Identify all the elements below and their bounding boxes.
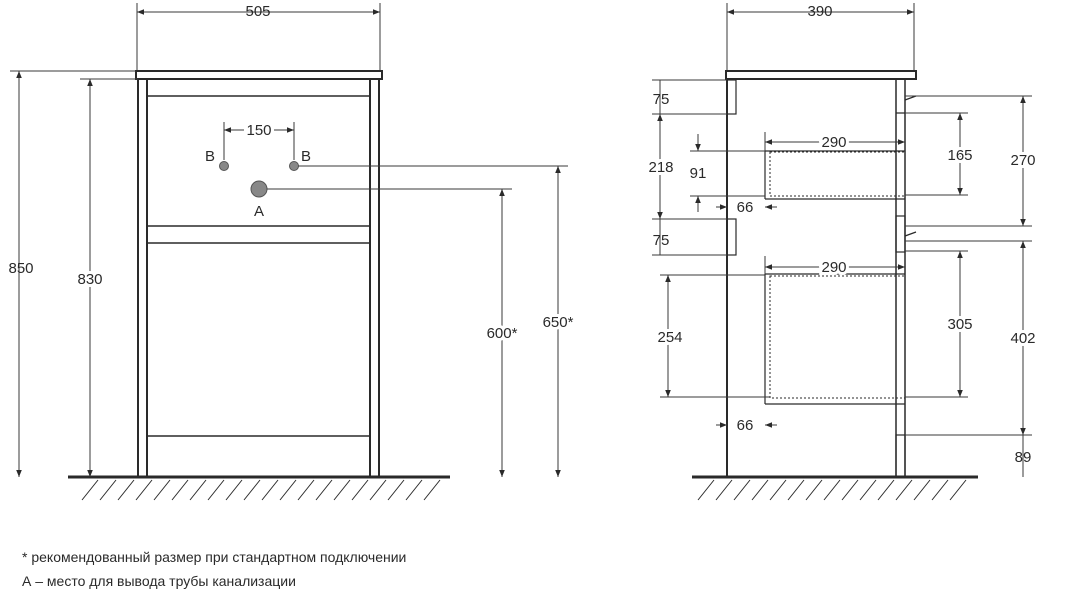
side-dimensions bbox=[652, 3, 1032, 477]
side-top-slab bbox=[725, 70, 917, 80]
dim-rear-lower-inner: 305 bbox=[947, 316, 972, 333]
dim-rear-foot: 89 bbox=[1015, 449, 1032, 466]
side-floor bbox=[692, 475, 978, 501]
dim-upper-drawer-front: 91 bbox=[690, 165, 707, 182]
dim-upper-front: 218 bbox=[648, 159, 673, 176]
label-hole-b-right: B bbox=[301, 148, 311, 165]
dim-rear-upper: 270 bbox=[1010, 152, 1035, 169]
dim-lower-drawer-width: 290 bbox=[821, 259, 846, 276]
front-top-slab bbox=[135, 70, 383, 80]
front-floor bbox=[68, 475, 450, 501]
hole-b-left bbox=[219, 161, 229, 171]
front-right-leg bbox=[369, 78, 380, 478]
side-front-mid-rail bbox=[726, 218, 737, 256]
front-dimensions bbox=[10, 3, 568, 477]
label-hole-a: A bbox=[254, 203, 264, 220]
hole-a bbox=[250, 180, 268, 198]
side-lower-drawer bbox=[764, 273, 906, 405]
dim-height-b: 650* bbox=[543, 314, 574, 331]
dim-lower-drawer-offset: 66 bbox=[737, 417, 754, 434]
hole-b-right bbox=[289, 161, 299, 171]
front-left-leg bbox=[137, 78, 148, 478]
dim-top-rail: 75 bbox=[653, 91, 670, 108]
dim-holes-spacing: 150 bbox=[246, 122, 271, 139]
dim-width: 505 bbox=[245, 3, 270, 20]
dim-rear-upper-inner: 165 bbox=[947, 147, 972, 164]
side-upper-drawer bbox=[764, 150, 906, 200]
side-front-top-rail bbox=[726, 79, 737, 115]
dim-height-a: 600* bbox=[487, 325, 518, 342]
note-recommended: * рекомендованный размер при стандартном… bbox=[22, 549, 407, 565]
dim-mid-rail: 75 bbox=[653, 232, 670, 249]
dim-body-height: 830 bbox=[77, 271, 102, 288]
dim-depth: 390 bbox=[807, 3, 832, 20]
dim-rear-lower: 402 bbox=[1010, 330, 1035, 347]
dim-total-height: 850 bbox=[8, 260, 33, 277]
dim-upper-drawer-width: 290 bbox=[821, 134, 846, 151]
dim-lower-drawer-height: 254 bbox=[657, 329, 682, 346]
note-outlet: А – место для вывода трубы канализации bbox=[22, 573, 296, 589]
dim-upper-drawer-offset: 66 bbox=[737, 199, 754, 216]
label-hole-b-left: B bbox=[205, 148, 215, 165]
